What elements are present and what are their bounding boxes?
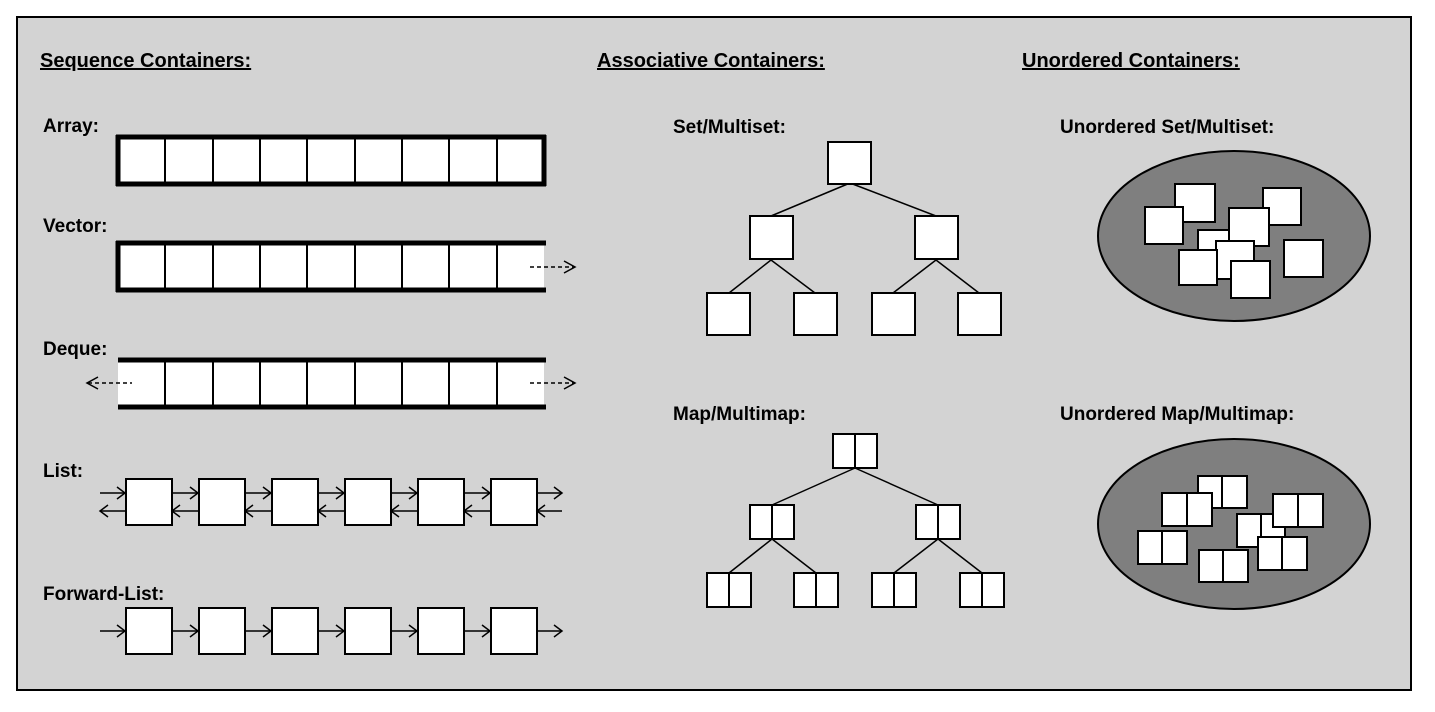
unordered-map-element: [1137, 530, 1188, 565]
label-map-multimap: Map/Multimap:: [673, 404, 806, 425]
set-tree-edges: [728, 182, 980, 294]
forward-list-node: [125, 607, 173, 655]
unordered-map-bucket: [1097, 438, 1371, 610]
unordered-set-element: [1144, 206, 1184, 245]
set-tree-node: [871, 292, 916, 336]
set-tree-node: [914, 215, 959, 260]
list-node: [271, 478, 319, 526]
label-list: List:: [43, 461, 83, 482]
list-node: [490, 478, 538, 526]
list-node: [198, 478, 246, 526]
forward-list-node: [417, 607, 465, 655]
unordered-set-element: [1178, 249, 1218, 286]
header-unordered-containers: Unordered Containers:: [1022, 50, 1240, 72]
label-forward-list: Forward-List:: [43, 584, 164, 605]
label-unordered-set-multiset: Unordered Set/Multiset:: [1060, 117, 1274, 138]
map-tree-node: [959, 572, 1005, 608]
deque-grow-right-arrow: [530, 376, 577, 390]
map-tree-edges: [728, 467, 983, 574]
label-set-multiset: Set/Multiset:: [673, 117, 786, 138]
header-sequence-containers: Sequence Containers:: [40, 50, 251, 72]
header-associative-containers: Associative Containers:: [597, 50, 825, 72]
unordered-map-diagram: [1097, 438, 1371, 610]
label-vector: Vector:: [43, 216, 107, 237]
forward-list-node: [490, 607, 538, 655]
array-diagram: [115, 134, 547, 187]
forward-list-node: [344, 607, 392, 655]
unordered-map-element: [1161, 492, 1213, 527]
label-deque: Deque:: [43, 339, 107, 360]
set-tree-node: [957, 292, 1002, 336]
map-tree-node: [871, 572, 917, 608]
unordered-map-element: [1272, 493, 1324, 528]
deque-grow-left-arrow: [85, 376, 132, 390]
map-tree-diagram: [706, 433, 1005, 608]
map-tree-node: [832, 433, 878, 469]
set-tree-node: [827, 141, 872, 185]
unordered-map-element: [1198, 549, 1249, 583]
forward-list-node: [271, 607, 319, 655]
forward-list-links: [100, 624, 564, 638]
unordered-map-element: [1257, 536, 1308, 571]
set-tree-node: [749, 215, 794, 260]
label-unordered-map-multimap: Unordered Map/Multimap:: [1060, 404, 1294, 425]
forward-list-node: [198, 607, 246, 655]
list-node: [344, 478, 392, 526]
set-tree-node: [793, 292, 838, 336]
set-tree-node: [706, 292, 751, 336]
unordered-set-element: [1283, 239, 1324, 278]
map-tree-node: [706, 572, 752, 608]
map-tree-node: [749, 504, 795, 540]
map-tree-node: [915, 504, 961, 540]
unordered-set-element: [1230, 260, 1271, 299]
map-tree-node: [793, 572, 839, 608]
vector-diagram: [115, 240, 577, 293]
set-tree-diagram: [706, 141, 1002, 336]
forward-list-diagram: [100, 607, 564, 655]
unordered-set-diagram: [1097, 150, 1371, 322]
unordered-set-element: [1228, 207, 1270, 247]
deque-diagram: [85, 357, 577, 410]
vector-grow-arrow: [530, 260, 577, 274]
label-array: Array:: [43, 116, 99, 137]
list-links: [98, 486, 564, 518]
array-cells: [164, 137, 498, 184]
list-diagram: [98, 478, 564, 526]
list-node: [125, 478, 173, 526]
list-node: [417, 478, 465, 526]
